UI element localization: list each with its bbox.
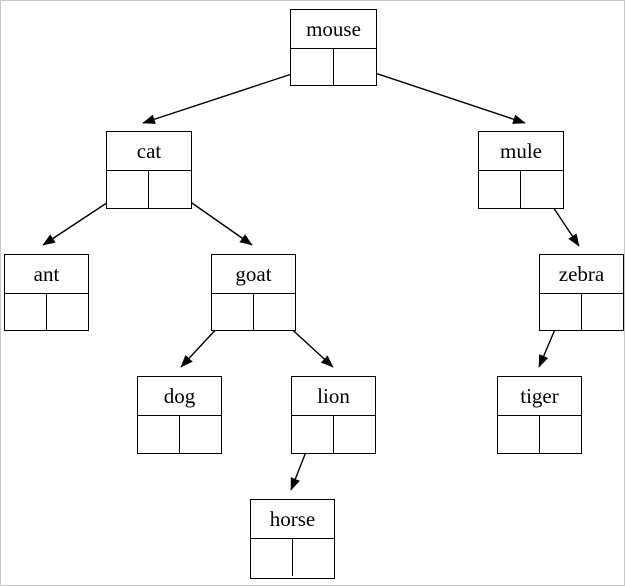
tree-node-label-tiger: tiger [498,377,581,416]
tree-node-pointer-cells-ant [5,294,88,331]
tree-node-pointer-cells-mule [479,171,563,208]
tree-node-mouse[interactable]: mouse [290,9,377,86]
tree-node-zebra[interactable]: zebra [539,254,624,331]
tree-node-mule[interactable]: mule [478,131,564,209]
tree-node-tiger[interactable]: tiger [497,376,582,454]
tree-node-right-pointer-zebra[interactable] [582,294,624,331]
tree-node-left-pointer-lion[interactable] [292,416,334,453]
tree-node-label-horse: horse [251,500,334,539]
tree-node-label-ant: ant [5,255,88,294]
tree-node-left-pointer-mouse[interactable] [291,49,334,86]
tree-node-left-pointer-tiger[interactable] [498,416,540,453]
tree-node-label-cat: cat [107,132,191,171]
tree-node-lion[interactable]: lion [291,376,376,454]
tree-node-left-pointer-dog[interactable] [138,416,180,453]
tree-node-label-dog: dog [138,377,221,416]
tree-node-right-pointer-tiger[interactable] [540,416,582,453]
tree-node-right-pointer-mule[interactable] [521,171,563,208]
tree-node-left-pointer-goat[interactable] [212,294,254,331]
tree-node-left-pointer-zebra[interactable] [540,294,582,331]
tree-node-left-pointer-horse[interactable] [251,539,293,576]
tree-node-pointer-cells-horse [251,539,334,576]
tree-node-label-goat: goat [212,255,295,294]
tree-node-pointer-cells-goat [212,294,295,331]
tree-node-right-pointer-mouse[interactable] [334,49,377,86]
tree-node-right-pointer-lion[interactable] [334,416,376,453]
tree-node-label-mule: mule [479,132,563,171]
tree-node-pointer-cells-tiger [498,416,581,453]
tree-node-right-pointer-cat[interactable] [149,171,191,208]
tree-node-label-zebra: zebra [540,255,623,294]
tree-node-ant[interactable]: ant [4,254,89,331]
tree-node-dog[interactable]: dog [137,376,222,454]
tree-node-left-pointer-ant[interactable] [5,294,47,331]
tree-node-pointer-cells-lion [292,416,375,453]
tree-node-pointer-cells-cat [107,171,191,208]
tree-node-right-pointer-dog[interactable] [180,416,222,453]
tree-node-pointer-cells-zebra [540,294,623,331]
tree-node-horse[interactable]: horse [250,499,335,579]
tree-edge-mouse-left-to-cat [142,66,314,124]
tree-node-left-pointer-mule[interactable] [479,171,521,208]
tree-node-left-pointer-cat[interactable] [107,171,149,208]
tree-node-goat[interactable]: goat [211,254,296,331]
tree-node-pointer-cells-dog [138,416,221,453]
tree-edge-mouse-right-to-mule [356,66,526,124]
tree-node-right-pointer-horse[interactable] [293,539,335,576]
tree-node-right-pointer-ant[interactable] [47,294,89,331]
tree-node-right-pointer-goat[interactable] [254,294,296,331]
tree-node-label-lion: lion [292,377,375,416]
tree-node-label-mouse: mouse [291,10,376,49]
tree-node-cat[interactable]: cat [106,131,192,209]
tree-node-pointer-cells-mouse [291,49,376,86]
